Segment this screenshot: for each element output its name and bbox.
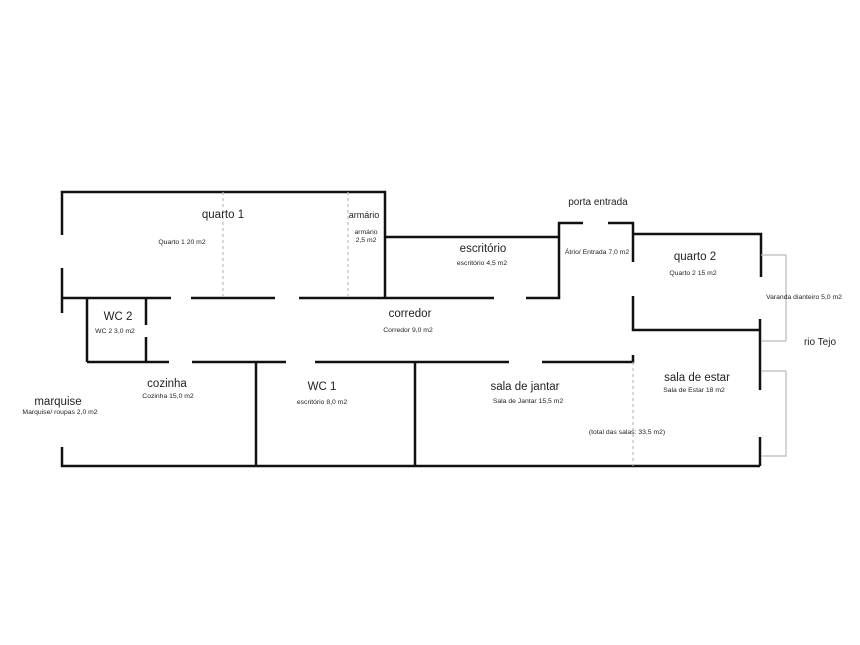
room-label-armario: armário <box>349 210 380 220</box>
room-label-sala-de-estar: sala de estar <box>664 372 730 384</box>
area-wc-2: WC 2 3,0 m2 <box>95 328 135 335</box>
room-label-corredor: corredor <box>389 308 432 320</box>
area-marquise: Marquise/ roupas 2,0 m2 <box>22 409 97 416</box>
area-sala-de-estar: Sala de Estar 18 m2 <box>663 387 725 394</box>
walls <box>60 190 763 468</box>
area-varanda: Varanda dianteiro 5,0 m2 <box>766 294 842 301</box>
label-rio-tejo: rio Tejo <box>804 337 836 348</box>
area-armario-line1: armário <box>354 229 377 236</box>
room-label-escritorio: escritório <box>460 243 507 255</box>
area-escritorio: escritório 4,5 m2 <box>457 260 507 267</box>
area-armario-line2: 2,5 m2 <box>356 237 377 244</box>
room-label-wc-2: WC 2 <box>104 311 133 323</box>
room-label-quarto-1: quarto 1 <box>202 209 244 221</box>
room-label-marquise: marquise <box>34 396 81 408</box>
label-porta-entrada: porta entrada <box>568 197 628 208</box>
total-salas: (total das salas: 33,5 m2) <box>589 429 665 436</box>
area-entrada: Átrio/ Entrada 7,0 m2 <box>565 247 629 256</box>
area-quarto-1: Quarto 1 20 m2 <box>158 239 205 246</box>
area-wc-1: escritório 8,0 m2 <box>297 399 347 406</box>
room-label-cozinha: cozinha <box>147 378 187 390</box>
room-label-wc-1: WC 1 <box>308 381 337 393</box>
area-sala-de-jantar: Sala de Jantar 15,5 m2 <box>493 398 563 405</box>
area-quarto-2: Quarto 2 15 m2 <box>669 270 716 277</box>
area-corredor: Corredor 9,0 m2 <box>383 327 433 334</box>
room-label-sala-de-jantar: sala de jantar <box>490 381 559 393</box>
room-label-quarto-2: quarto 2 <box>674 251 716 263</box>
area-cozinha: Cozinha 15,0 m2 <box>142 393 194 400</box>
dashed-dividers <box>222 192 634 466</box>
varanda-outline <box>761 254 787 457</box>
